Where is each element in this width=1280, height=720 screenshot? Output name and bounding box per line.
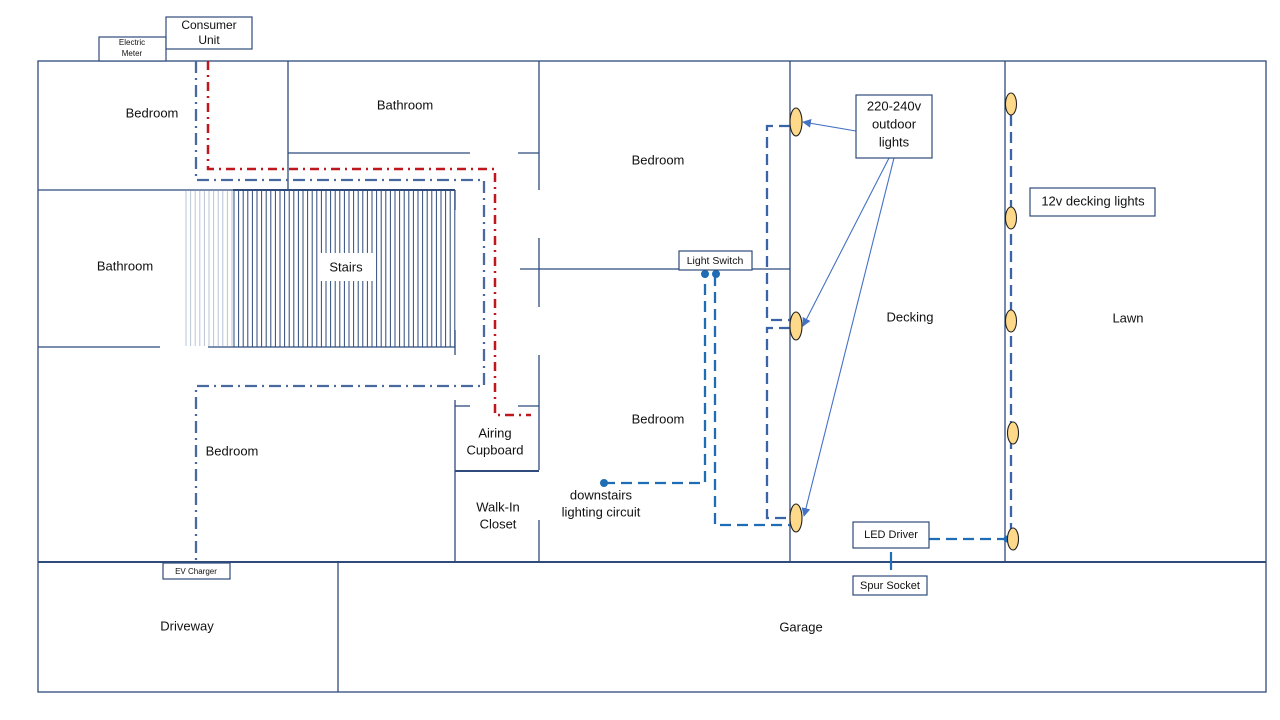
- room-stairs: Stairs: [329, 259, 363, 274]
- red-circuit-wire: [206, 61, 531, 417]
- ev-charger-label: EV Charger: [175, 567, 217, 576]
- light-link-wire: [765, 124, 790, 322]
- decking-lights-box: [1029, 187, 1156, 217]
- outdoor-lights-label-1: 220-240v: [867, 98, 922, 113]
- led-driver-box[interactable]: [852, 521, 930, 549]
- room-bathroom-left: Bathroom: [97, 258, 153, 273]
- room-garage: Garage: [779, 619, 822, 634]
- room-bathroom-top: Bathroom: [377, 97, 433, 112]
- outdoor-lights-box: [855, 94, 933, 159]
- consumer-unit-label-2: Unit: [198, 33, 220, 47]
- room-labels: Bedroom Bathroom Bathroom Stairs Bedroom…: [97, 97, 1144, 634]
- electric-meter-label-2: Meter: [122, 49, 143, 58]
- spur-socket[interactable]: Spur Socket: [852, 575, 928, 596]
- lighting-feed-wire: [604, 275, 707, 485]
- decking-light-icon[interactable]: [1006, 527, 1020, 551]
- room-walk-in-closet-1: Walk-In: [476, 499, 520, 514]
- callout-arrow: [802, 118, 857, 132]
- electric-meter[interactable]: Electric Meter: [98, 36, 167, 62]
- consumer-unit-label-1: Consumer: [181, 18, 236, 32]
- switch-terminal: [712, 270, 720, 278]
- decking-light-icon[interactable]: [1004, 309, 1018, 333]
- downstairs-label-2: lighting circuit: [562, 504, 641, 519]
- consumer-unit-box[interactable]: [165, 16, 253, 50]
- decking-light-icon[interactable]: [1006, 421, 1020, 445]
- light-link-wire: [765, 326, 790, 520]
- switch-terminal: [701, 270, 709, 278]
- ev-charger-box[interactable]: [162, 562, 231, 580]
- downstairs-circuit-annotation: downstairs lighting circuit: [562, 487, 641, 519]
- room-bedroom-top-right: Bedroom: [632, 152, 685, 167]
- callout-arrow: [802, 157, 890, 327]
- ev-charger[interactable]: EV Charger: [162, 562, 231, 580]
- room-airing-cupboard-1: Airing: [478, 425, 511, 440]
- room-walk-in-closet-2: Closet: [480, 516, 517, 531]
- decking-lights: [1004, 92, 1020, 551]
- outdoor-lights-annotation: 220-240v outdoor lights: [855, 94, 933, 159]
- stair-treads-lower: [185, 191, 233, 346]
- walls: [37, 60, 1267, 693]
- room-decking: Decking: [887, 309, 934, 324]
- decking-light-icon[interactable]: [1004, 206, 1018, 230]
- decking-light-icon[interactable]: [1004, 92, 1018, 116]
- outdoor-light-icon[interactable]: [789, 311, 803, 341]
- outdoor-lights-callouts: [801, 118, 895, 517]
- switched-live-wire: [713, 275, 790, 527]
- consumer-unit-circuit: [206, 61, 531, 417]
- light-switch-label: Light Switch: [687, 255, 744, 267]
- light-switch-box[interactable]: [678, 250, 753, 271]
- consumer-unit[interactable]: Consumer Unit: [165, 16, 253, 50]
- spur-socket-box[interactable]: [852, 575, 928, 596]
- spur-socket-label: Spur Socket: [860, 580, 920, 592]
- downstairs-label-1: downstairs: [570, 487, 633, 502]
- decking-lights-label: 12v decking lights: [1041, 193, 1145, 208]
- callout-arrow: [801, 157, 895, 517]
- room-driveway: Driveway: [160, 618, 214, 633]
- stairs: [185, 189, 456, 355]
- outdoor-light-icon[interactable]: [789, 107, 803, 137]
- led-driver[interactable]: LED Driver: [852, 521, 930, 549]
- led-driver-label: LED Driver: [864, 529, 918, 541]
- electric-meter-label-1: Electric: [119, 38, 145, 47]
- light-switch[interactable]: Light Switch: [678, 250, 753, 271]
- outdoor-lights-label-2: outdoor: [872, 116, 917, 131]
- ev-charger-circuit: [194, 61, 486, 562]
- downstairs-lighting-wiring: [600, 124, 790, 527]
- room-bedroom-bottom-left: Bedroom: [206, 443, 259, 458]
- room-bedroom-top-left: Bedroom: [126, 105, 179, 120]
- room-airing-cupboard-2: Cupboard: [466, 442, 523, 457]
- blue-circuit-wire: [194, 61, 486, 562]
- stairs-label-bg: [320, 253, 374, 281]
- outdoor-lights: [789, 107, 803, 533]
- outer-wall: [37, 60, 1267, 693]
- stair-treads-upper: [233, 191, 456, 347]
- decking-light-wiring: [889, 115, 1013, 570]
- decking-lights-annotation: 12v decking lights: [1029, 187, 1156, 217]
- room-lawn: Lawn: [1112, 310, 1143, 325]
- outdoor-light-icon[interactable]: [789, 503, 803, 533]
- circuit-origin-node: [600, 479, 608, 487]
- outdoor-lights-label-3: lights: [879, 134, 910, 149]
- room-bedroom-bottom-right: Bedroom: [632, 411, 685, 426]
